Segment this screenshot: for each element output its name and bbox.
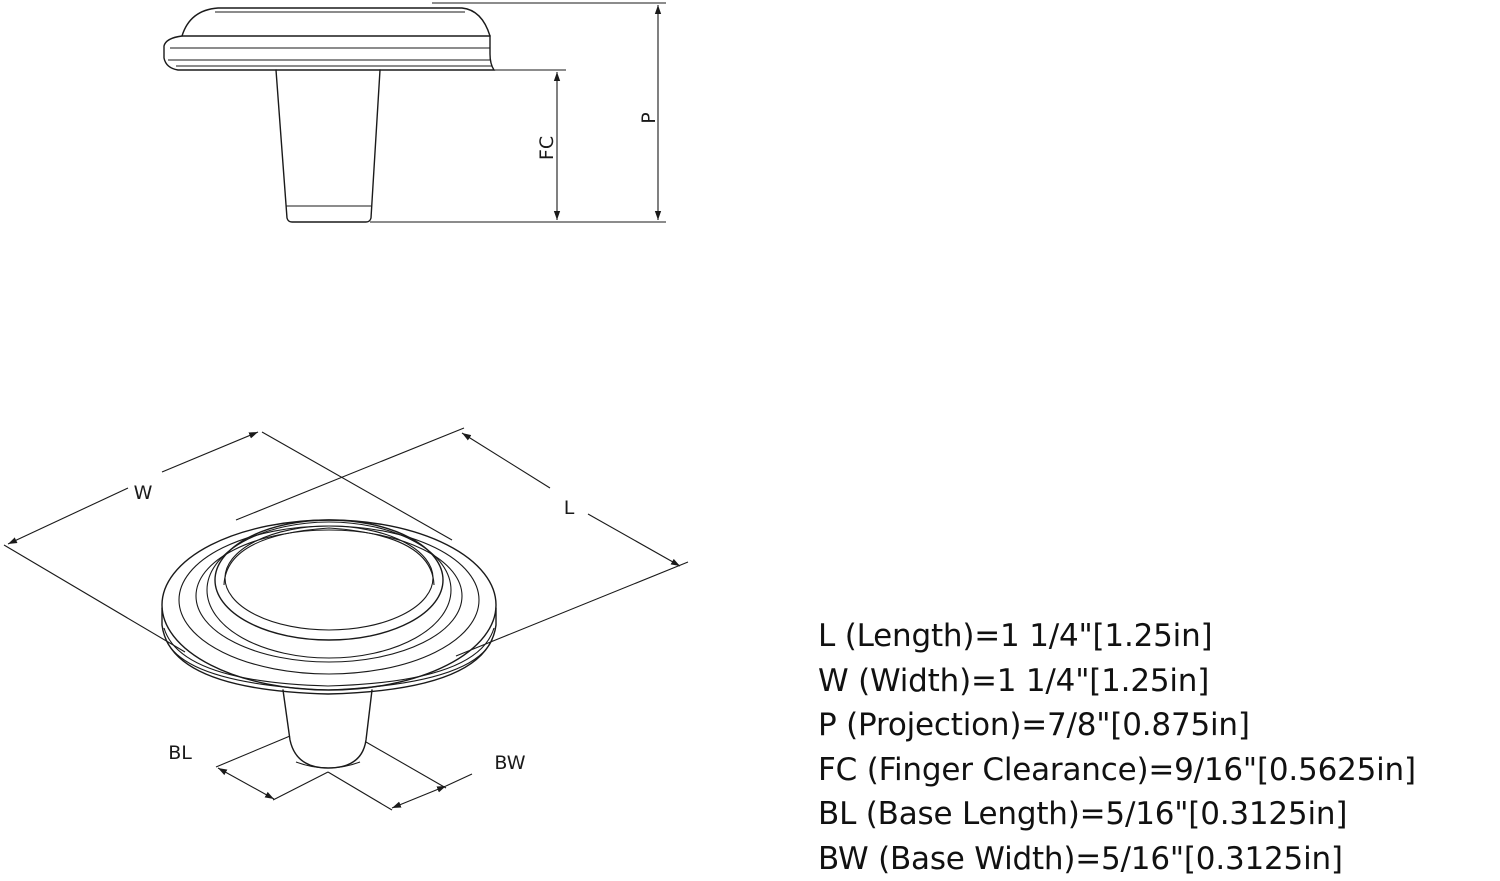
label-bl: BL: [168, 742, 192, 764]
dimension-p: P: [638, 5, 660, 220]
spec-projection: P (Projection)=7/8"[0.875in]: [818, 703, 1416, 748]
spec-width: W (Width)=1 1/4"[1.25in]: [818, 659, 1416, 704]
spec-length: L (Length)=1 1/4"[1.25in]: [818, 614, 1416, 659]
dimension-w: W: [4, 432, 452, 652]
label-bw: BW: [494, 752, 525, 774]
knob-isometric-view: [162, 520, 496, 768]
label-w: W: [134, 482, 153, 504]
knob-side-view: [164, 8, 494, 222]
dimension-bw: BW: [328, 742, 526, 810]
dimension-l: L: [236, 428, 688, 656]
spec-base-width: BW (Base Width)=5/16"[0.3125in]: [818, 837, 1416, 881]
spec-finger-clearance: FC (Finger Clearance)=9/16"[0.5625in]: [818, 748, 1416, 793]
dimension-specs-list: L (Length)=1 1/4"[1.25in] W (Width)=1 1/…: [818, 614, 1416, 881]
label-l: L: [564, 497, 575, 519]
label-p: P: [638, 112, 660, 123]
spec-base-length: BL (Base Length)=5/16"[0.3125in]: [818, 792, 1416, 837]
dimension-fc: FC: [536, 72, 558, 220]
label-fc: FC: [536, 136, 558, 160]
dimension-bl: BL: [168, 736, 328, 800]
